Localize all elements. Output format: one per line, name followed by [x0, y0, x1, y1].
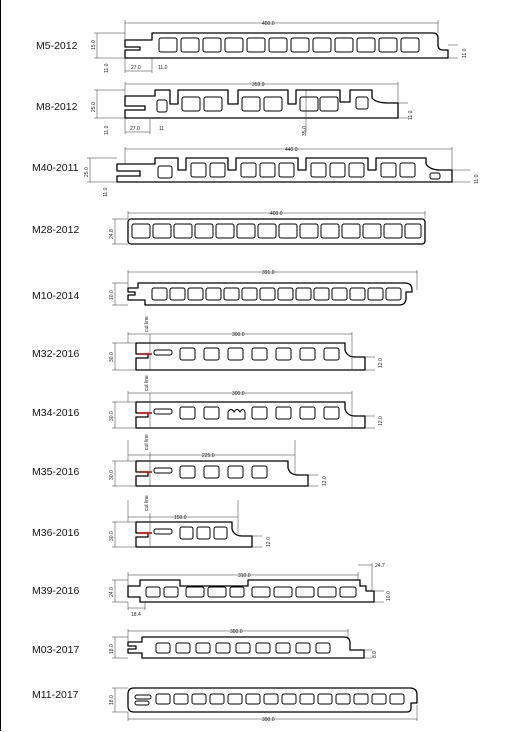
profile-label: M28-2012	[32, 224, 79, 236]
dim-height: 24.8	[109, 229, 115, 239]
profile-label: M40-2011	[32, 162, 79, 174]
cut-line-label: cut line	[144, 495, 150, 511]
dim-width: 440.0	[285, 147, 298, 153]
dim-height: 10.0	[109, 290, 115, 300]
profile-m11-2017: M11-2017 18.0 390.0	[32, 687, 418, 723]
cut-line-label: cut line	[144, 316, 150, 332]
cavity-row	[153, 406, 340, 420]
cavity-row	[131, 223, 422, 239]
dim-height: 15.0	[91, 40, 97, 50]
profile-outline	[135, 460, 309, 487]
cavity-row	[134, 693, 405, 706]
dim-tongue: 11.0	[103, 187, 109, 197]
profile-m40-2011: M40-2011 440.0 25.0 11.0 11.0	[32, 147, 480, 197]
dim-offset: 27.0	[131, 65, 141, 71]
dim-height: 18.0	[109, 695, 115, 705]
dim-height: 30.0	[109, 470, 115, 480]
profile-m39-2016: M39-2016 310.0 24.7 24.0 18.4	[32, 563, 392, 618]
dim-lip: 11.0	[158, 65, 168, 71]
cut-line-label: cut line	[144, 434, 150, 450]
dim-groove: 10.0	[386, 591, 392, 601]
dim-width: 400.0	[270, 211, 283, 217]
dim-mid: 35.0	[302, 126, 308, 136]
profile-label: M34-2016	[32, 407, 79, 419]
dim-width: 310.0	[238, 573, 251, 579]
dim-offset: 27.0	[130, 126, 140, 132]
cavity-row	[153, 465, 268, 479]
dim-groove: 11.0	[462, 48, 468, 58]
profile-outline	[127, 636, 365, 659]
profile-label: M36-2016	[32, 527, 79, 539]
dim-tongue: 11.0	[104, 125, 110, 135]
profile-outline	[135, 521, 253, 548]
dim-width: 300.0	[232, 332, 245, 338]
dim-width: 225.0	[202, 453, 215, 459]
profile-label: M11-2017	[32, 689, 79, 701]
profile-outline	[127, 687, 418, 713]
cavity-row	[157, 162, 441, 180]
dim-groove: 12.0	[322, 476, 328, 486]
profile-outline	[127, 579, 375, 603]
dim-width: 359.9	[252, 82, 265, 88]
dim-height: 30.0	[109, 411, 115, 421]
profile-outline	[127, 218, 426, 245]
profile-outline	[135, 401, 366, 429]
cavity-row	[151, 287, 402, 301]
profile-label: M39-2016	[32, 585, 79, 597]
profile-m36-2016: M36-2016 cut line 150.0 30.0 12.0	[32, 495, 272, 548]
profile-m8-2012: M8-2012 359.9 25.0 11.0 27.0 11 35.0 11.…	[36, 82, 414, 136]
profile-label: M35-2016	[32, 466, 79, 478]
profile-m5-2012: M5-2012 400.0 15.0 11.0 27.0 11.0	[36, 20, 468, 73]
dim-groove: 12.0	[378, 358, 384, 368]
dim-groove: 8.0	[372, 651, 378, 658]
dim-groove: 11.0	[474, 174, 480, 184]
profile-label: M03-2017	[32, 644, 79, 656]
profile-outline	[135, 342, 366, 371]
dim-height: 25.0	[84, 167, 90, 177]
dim-height: 25.0	[91, 102, 97, 112]
profile-outline	[124, 32, 449, 59]
profile-label: M32-2016	[32, 348, 79, 360]
profile-outline	[127, 282, 413, 306]
dim-width: 300.0	[230, 629, 243, 635]
dim-lip: 18.4	[131, 612, 141, 618]
profile-m03-2017: M03-2017 300.0 18.0 8.0	[32, 629, 378, 659]
profile-m34-2016: M34-2016 cut line 300.0 30.0 12.0	[32, 375, 384, 429]
dim-height: 30.0	[109, 352, 115, 362]
cavity-row	[153, 526, 228, 540]
cut-line-label: cut line	[144, 375, 150, 391]
profile-label: M10-2014	[32, 290, 79, 302]
profile-m35-2016: M35-2016 cut line 225.0 30.0 12.0	[32, 434, 328, 487]
profile-label: M8-2012	[36, 101, 78, 113]
profile-outline	[116, 157, 453, 183]
profile-m10-2014: M10-2014 391.0 10.0	[32, 270, 418, 306]
cavity-row	[158, 37, 420, 53]
cavity-row	[145, 586, 357, 598]
dim-height: 18.0	[109, 644, 115, 654]
dim-height: 30.0	[109, 531, 115, 541]
profile-outline	[124, 89, 399, 119]
dim-width: 300.0	[232, 391, 245, 397]
dim-groove: 11.0	[408, 110, 414, 120]
dim-width: 400.0	[262, 21, 275, 27]
dim-flange: 24.7	[375, 563, 385, 569]
cavity-row	[153, 347, 340, 361]
profile-m32-2016: M32-2016 cut line 300.0 30.0 12.0	[32, 316, 384, 371]
cavity-row	[156, 96, 369, 113]
profile-m28-2012: M28-2012 400.0 24.8	[32, 211, 426, 245]
dim-width: 150.0	[174, 515, 187, 521]
dim-groove: 12.0	[378, 416, 384, 426]
dim-width: 391.0	[262, 270, 275, 276]
dim-height: 24.0	[109, 587, 115, 597]
dim-lip: 11	[159, 126, 164, 132]
dim-tongue: 11.0	[104, 63, 110, 73]
dim-width: 390.0	[262, 717, 275, 723]
profile-label: M5-2012	[36, 40, 78, 52]
dim-groove: 12.0	[266, 537, 272, 547]
cavity-row	[155, 642, 331, 654]
